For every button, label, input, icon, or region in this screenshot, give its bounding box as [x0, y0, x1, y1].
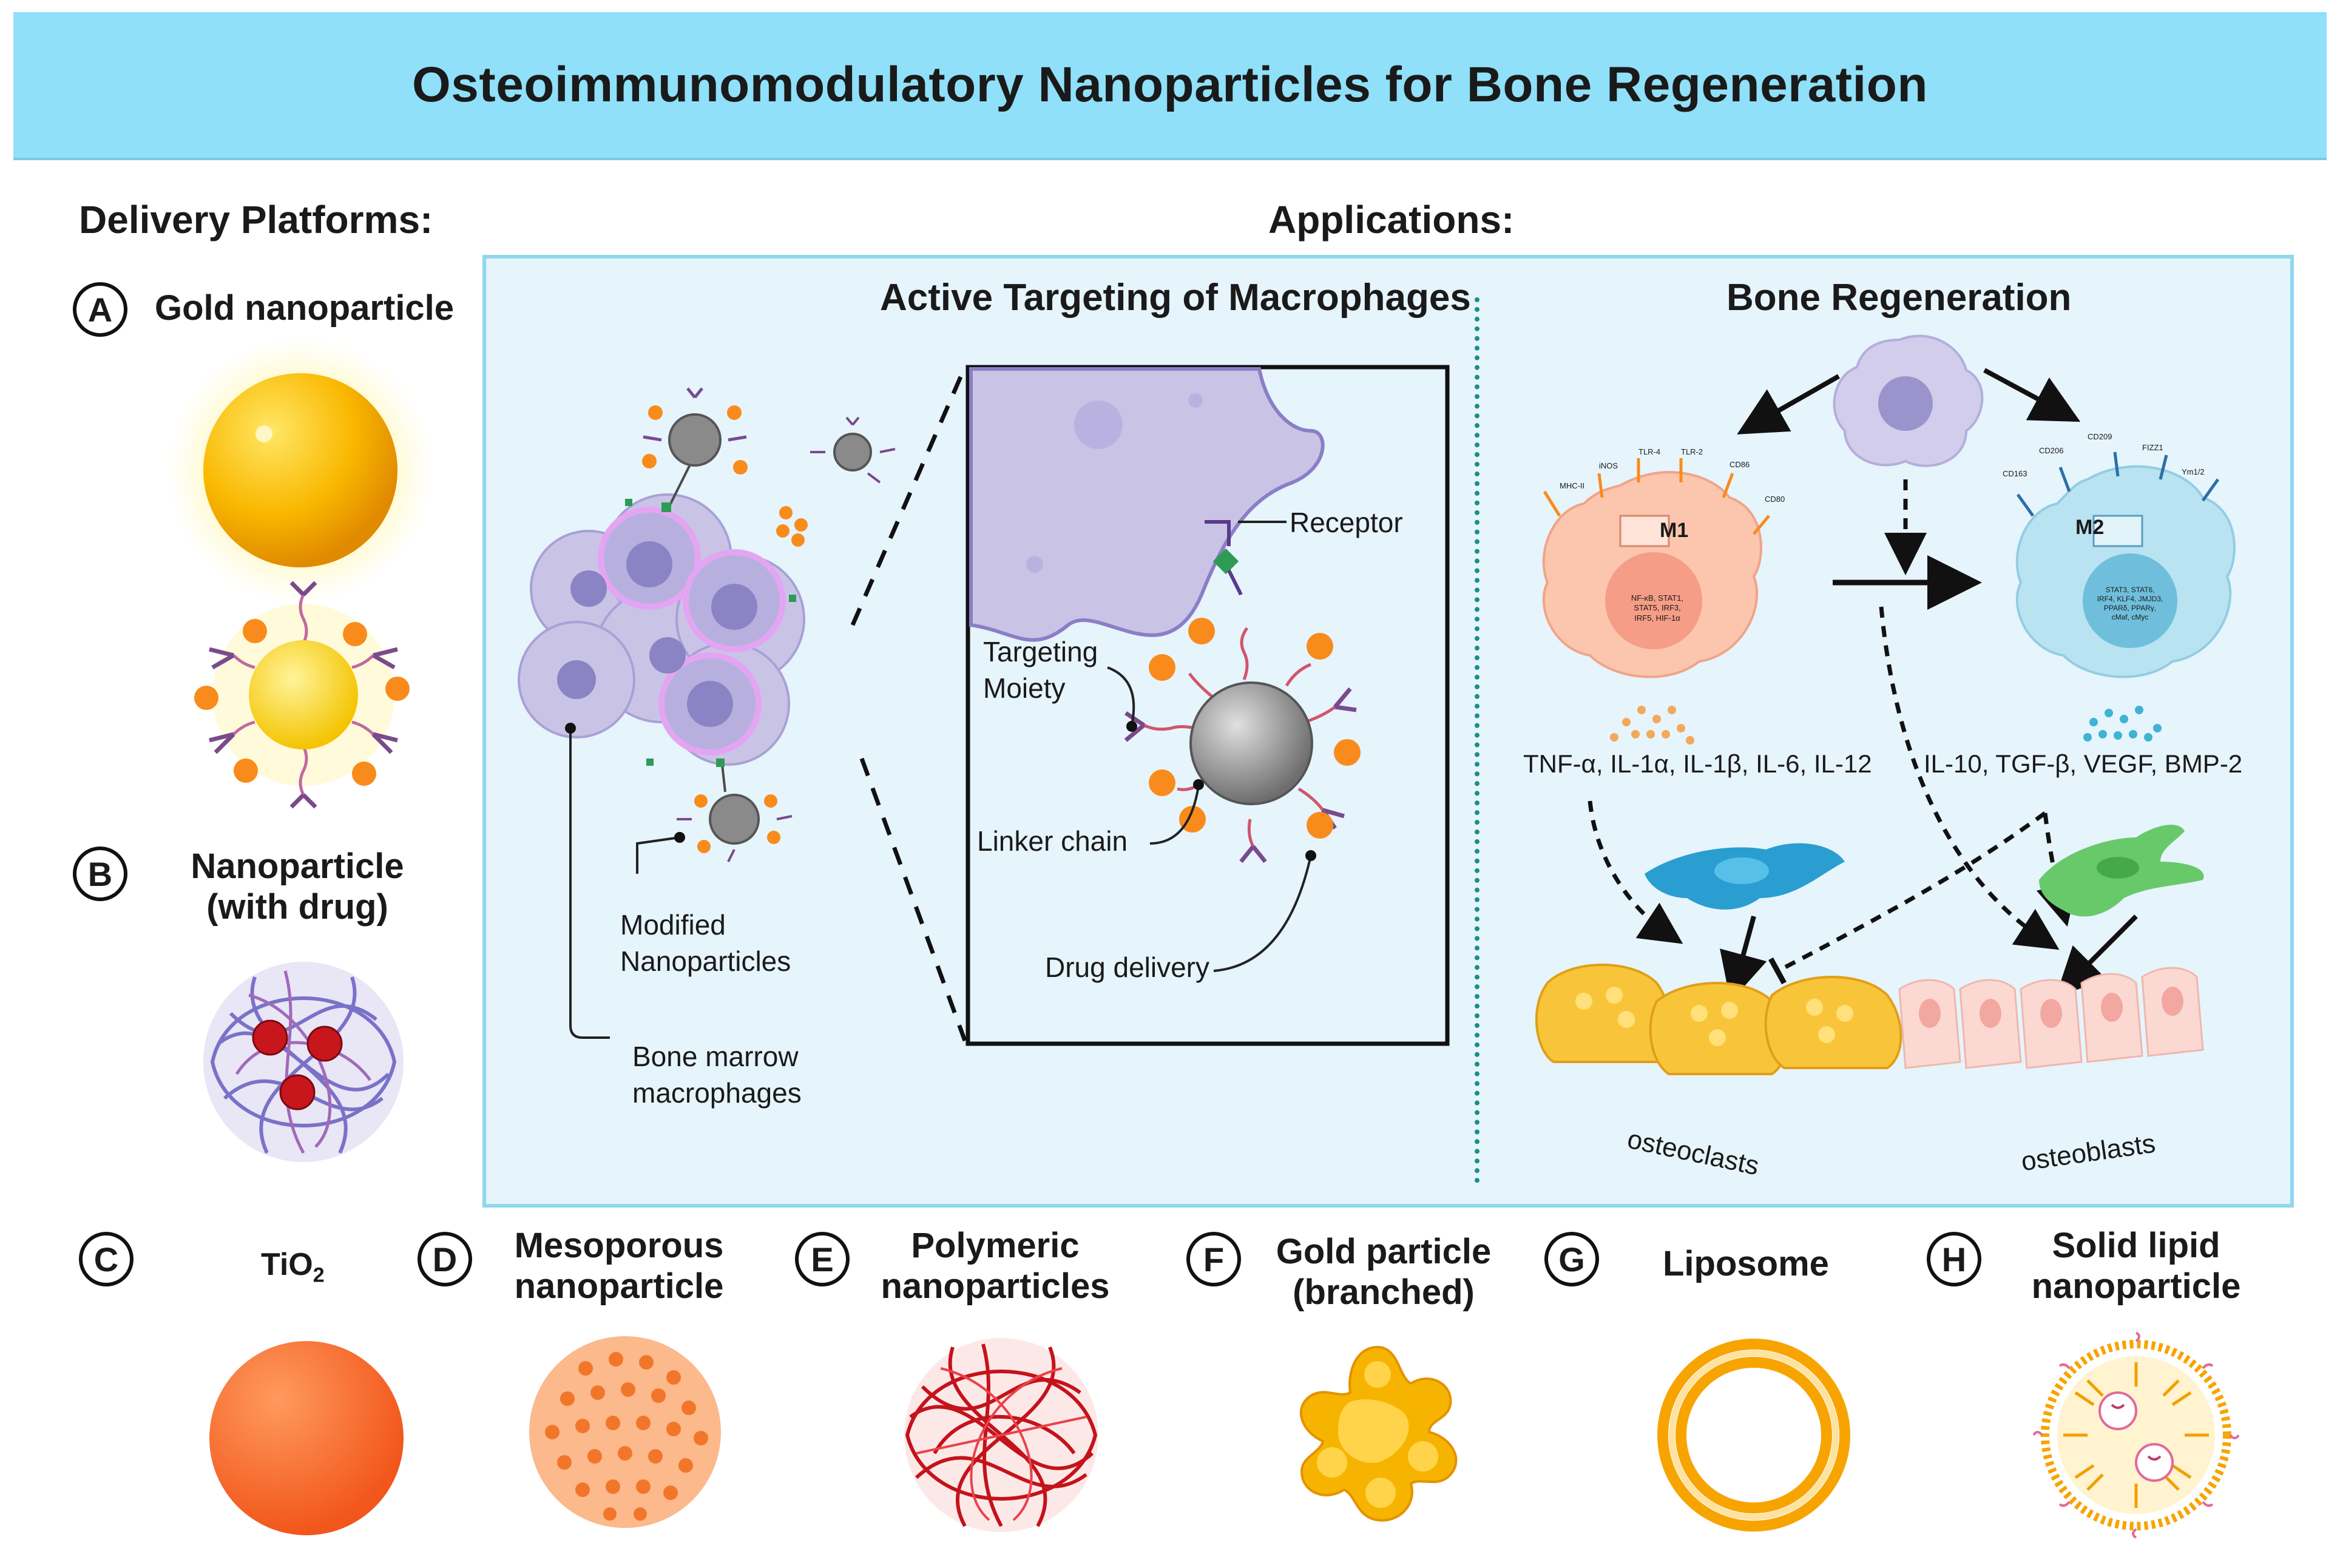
functionalized-gold-nanoparticle-icon — [194, 581, 410, 809]
m1-marker-2: iNOS — [1599, 461, 1618, 470]
delivery-platforms-heading: Delivery Platforms: — [79, 198, 433, 242]
modified-line-2: Nanoparticles — [620, 945, 791, 977]
m2-marker-4: FIZZ1 — [2142, 443, 2163, 452]
targeting-moiety-label: Targeting Moiety — [983, 634, 1098, 707]
m1-marker-1: MHC-II — [1560, 481, 1585, 490]
m2-nucleus-line-2: IRF4, KLF4, JMJD3, — [2097, 595, 2163, 603]
label-line-1: Solid lipid — [2052, 1226, 2220, 1265]
m1-nucleus-line-1: NF-κB, STAT1, — [1631, 593, 1684, 603]
label-line-2: (branched) — [1293, 1272, 1475, 1312]
drug-delivery-label: Drug delivery — [1045, 951, 1209, 983]
m2-label: M2 — [2075, 516, 2105, 539]
branched-gold-label: Gold particle (branched) — [1262, 1232, 1505, 1313]
letter-d: D — [418, 1232, 472, 1286]
m2-nucleus-line-3: PPARδ, PPARγ, — [2103, 604, 2157, 612]
letter-f: F — [1186, 1232, 1241, 1286]
targeting-illustration — [518, 365, 1450, 1046]
m1-nucleus-line-2: STAT5, IRF3, — [1634, 603, 1681, 613]
bone-regeneration-title: Bone Regeneration — [1726, 277, 2072, 319]
bone-regeneration-illustration — [1535, 334, 2236, 1075]
m2-marker-2: CD206 — [2039, 446, 2064, 455]
title-banner: Osteoimmunomodulatory Nanoparticles for … — [13, 12, 2327, 160]
m2-marker-3: CD209 — [2088, 432, 2112, 441]
m1-nucleus-line-3: IRF5, HIF-1α — [1634, 613, 1680, 623]
label-line-2: (with drug) — [206, 887, 388, 927]
modified-nanoparticles-label: Modified Nanoparticles — [620, 907, 791, 980]
letter-e: E — [795, 1232, 850, 1286]
solid-lipid-nanoparticle-icon — [2033, 1332, 2239, 1538]
active-targeting-title: Active Targeting of Macrophages — [880, 277, 1471, 319]
liposome-icon — [1657, 1339, 1850, 1532]
floating-nanoparticles — [625, 387, 896, 862]
letter-a: A — [73, 282, 127, 337]
m1-nucleus-factors: NF-κB, STAT1, STAT5, IRF3, IRF5, HIF-1α — [1624, 593, 1691, 623]
modified-line-1: Modified — [620, 909, 726, 941]
m1-label: M1 — [1660, 519, 1689, 542]
letter-c: C — [79, 1232, 134, 1286]
label-line-2: nanoparticle — [2031, 1266, 2241, 1306]
m2-cytokines: IL-10, TGF-β, VEGF, BMP-2 — [1924, 749, 2243, 778]
solid-lipid-label: Solid lipid nanoparticle — [2015, 1226, 2257, 1306]
label-line-1: Gold particle — [1276, 1232, 1492, 1271]
mesoporous-nanoparticle-icon — [529, 1336, 721, 1528]
m2-nucleus-line-1: STAT3, STAT6, — [2105, 586, 2155, 594]
applications-heading: Applications: — [1268, 198, 1515, 242]
label-line-1: Polymeric — [911, 1226, 1080, 1265]
m2-marker-1: CD163 — [2003, 469, 2027, 478]
macrophage-cluster — [518, 493, 805, 766]
drug-loaded-polymer-nanoparticle-icon — [203, 962, 404, 1162]
label-line-2: nanoparticles — [881, 1266, 1110, 1306]
tio2-subscript: 2 — [313, 1263, 325, 1287]
m1-marker-3: TLR-4 — [1638, 447, 1661, 456]
m2-marker-5: Ym1/2 — [2182, 467, 2205, 476]
gold-nanoparticle-icon — [167, 337, 434, 604]
label-line-2: nanoparticle — [514, 1266, 724, 1306]
label-line-1: Mesoporous — [514, 1226, 724, 1265]
linker-chain-label: Linker chain — [977, 825, 1128, 857]
branched-gold-particle-icon — [1299, 1345, 1458, 1522]
mesoporous-label: Mesoporous nanoparticle — [492, 1226, 746, 1306]
m2-nucleus-line-4: cMaf, cMyc — [2111, 613, 2149, 621]
m1-marker-6: CD80 — [1765, 495, 1785, 504]
m1-marker-5: CD86 — [1730, 460, 1750, 469]
bmm-line-2: macrophages — [632, 1076, 802, 1109]
label-line-1: Nanoparticle — [191, 847, 404, 886]
tio2-label: TiO2 — [261, 1247, 325, 1287]
panel-divider — [1475, 297, 1479, 1183]
nanoparticle-with-drug-label: Nanoparticle (with drug) — [152, 847, 443, 927]
polymeric-nanoparticle-icon — [904, 1338, 1098, 1532]
letter-h: H — [1927, 1232, 1981, 1286]
liposome-label: Liposome — [1663, 1244, 1829, 1283]
targeting-line-1: Targeting — [983, 636, 1098, 667]
receptor-label: Receptor — [1290, 507, 1403, 538]
bone-marrow-macrophages-label: Bone marrow macrophages — [632, 1039, 802, 1112]
tio2-main: TiO — [261, 1247, 313, 1282]
letter-g: G — [1544, 1232, 1599, 1286]
tio2-nanoparticle-icon — [209, 1341, 404, 1535]
letter-b: B — [73, 847, 127, 901]
polymeric-label: Polymeric nanoparticles — [862, 1226, 1129, 1306]
page-title: Osteoimmunomodulatory Nanoparticles for … — [412, 57, 1928, 112]
targeting-line-2: Moiety — [983, 672, 1066, 704]
m1-marker-4: TLR-2 — [1681, 447, 1703, 456]
bmm-line-1: Bone marrow — [632, 1041, 799, 1072]
m2-nucleus-factors: STAT3, STAT6, IRF4, KLF4, JMJD3, PPARδ, … — [2091, 586, 2169, 622]
m1-cytokines: TNF-α, IL-1α, IL-1β, IL-6, IL-12 — [1523, 749, 1872, 778]
gold-nanoparticle-label: Gold nanoparticle — [155, 288, 455, 328]
